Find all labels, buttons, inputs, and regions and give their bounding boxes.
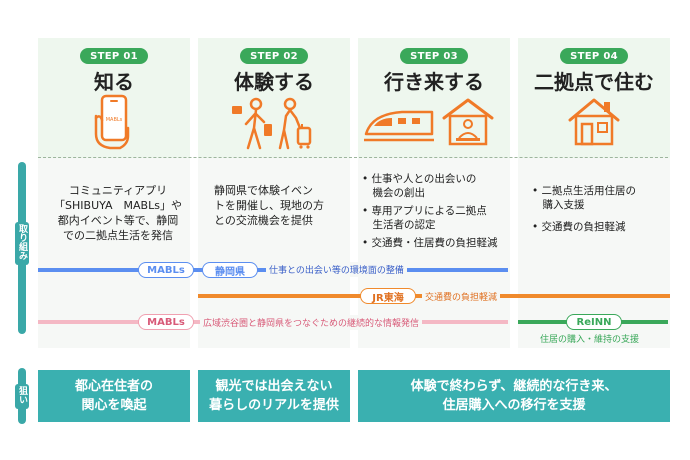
section-divider <box>38 157 668 158</box>
step1-description: コミュニティアプリ 「SHIBUYA MABLs」や 都内イベント等で、静岡 で… <box>54 184 182 242</box>
goal-2: 観光では出会えない暮らしのリアルを提供 <box>198 370 350 422</box>
step4-badge: STEP 04 <box>560 48 628 64</box>
step4-bullets: • 二拠点生活用住居の 購入支援 • 交通費の負担軽減 <box>532 184 668 234</box>
blue-line-pill-shizuoka: 静岡県 <box>202 262 258 278</box>
green-line-pill-reinn: ReINN <box>566 314 622 330</box>
home-work-icon <box>442 98 494 146</box>
blue-line-pill-mabls: MABLs <box>138 262 194 278</box>
orange-line-pill-jr: JR東海 <box>360 288 416 304</box>
step2-description: 静岡県で体験イベン トを開催し、現地の方 との交流機会を提供 <box>214 184 324 227</box>
phone-label: MABLs <box>106 117 123 123</box>
step1-title: 知る <box>94 70 134 94</box>
list-item: • 専用アプリによる二拠点 生活者の認定 <box>362 205 487 231</box>
list-item: • 交通費・住居費の負担軽減 <box>362 237 498 249</box>
house-icon <box>568 98 620 146</box>
step4-title: 二拠点で住む <box>534 70 654 94</box>
step2-title: 体験する <box>234 70 314 94</box>
train-icon <box>364 110 434 142</box>
list-item: • 二拠点生活用住居の 購入支援 <box>532 185 637 211</box>
nerai-label: 狙い <box>15 384 29 409</box>
green-line-text: 住居の購入・維持の支援 <box>540 335 640 345</box>
orange-line-text: 交通費の負担軽減 <box>422 289 501 304</box>
list-item: • 仕事や人との出会いの 機会の創出 <box>362 173 477 199</box>
travelers-icon <box>232 97 312 150</box>
step2-badge: STEP 02 <box>240 48 308 64</box>
goal-3: 体験で終わらず、継続的な行き来、住居購入への移行を支援 <box>358 370 670 422</box>
step3-title: 行き来する <box>384 70 484 94</box>
phone-hand-icon: MABLs <box>94 94 130 150</box>
goal-1: 都心在住者の関心を喚起 <box>38 370 190 422</box>
step1-badge: STEP 01 <box>80 48 148 64</box>
step3-bullets: • 仕事や人との出会いの 機会の創出 • 専用アプリによる二拠点 生活者の認定 … <box>362 172 512 250</box>
pink-line-text: 広域渋谷圏と静岡県をつなぐための継続的な情報発信 <box>200 315 423 330</box>
step3-badge: STEP 03 <box>400 48 468 64</box>
list-item: • 交通費の負担軽減 <box>532 221 626 233</box>
torikumi-label: 取り組み <box>15 222 29 265</box>
pink-line-pill-mabls: MABLs <box>138 314 194 330</box>
blue-line-text: 仕事との出会い等の環境面の整備 <box>266 262 407 277</box>
